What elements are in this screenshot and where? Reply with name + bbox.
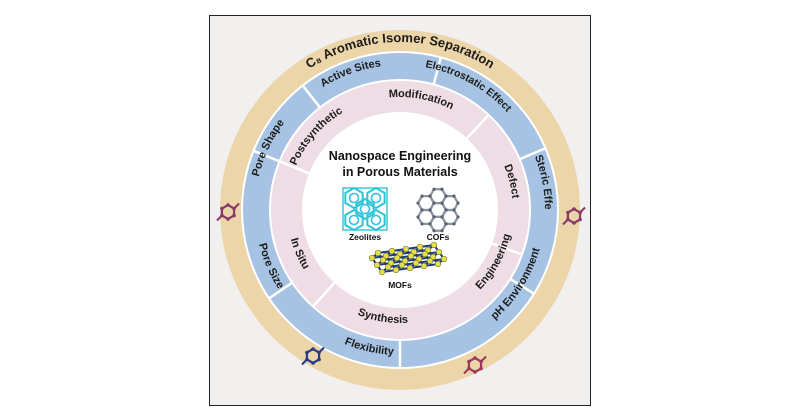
- center-disc: [302, 112, 498, 308]
- xylene-molecule-icon: [301, 346, 325, 366]
- xylene-molecule-icon: [562, 206, 586, 226]
- blue-ring-dividers: [253, 57, 546, 368]
- zeolite-structure-icon: [342, 186, 388, 232]
- center-title-line2: in Porous Materials: [342, 165, 457, 179]
- mof-structure-icon: [368, 241, 448, 276]
- xylene-molecule-icon: [463, 355, 487, 375]
- label-zeolites: Zeolites: [349, 232, 381, 242]
- center-title-line1: Nanospace Engineering: [329, 149, 471, 163]
- label-cofs: COFs: [427, 232, 450, 242]
- cof-structure-icon: [416, 187, 460, 233]
- xylene-molecule-icon: [216, 202, 240, 222]
- pink-ring-dividers: [278, 114, 523, 308]
- label-mofs: MOFs: [388, 280, 412, 290]
